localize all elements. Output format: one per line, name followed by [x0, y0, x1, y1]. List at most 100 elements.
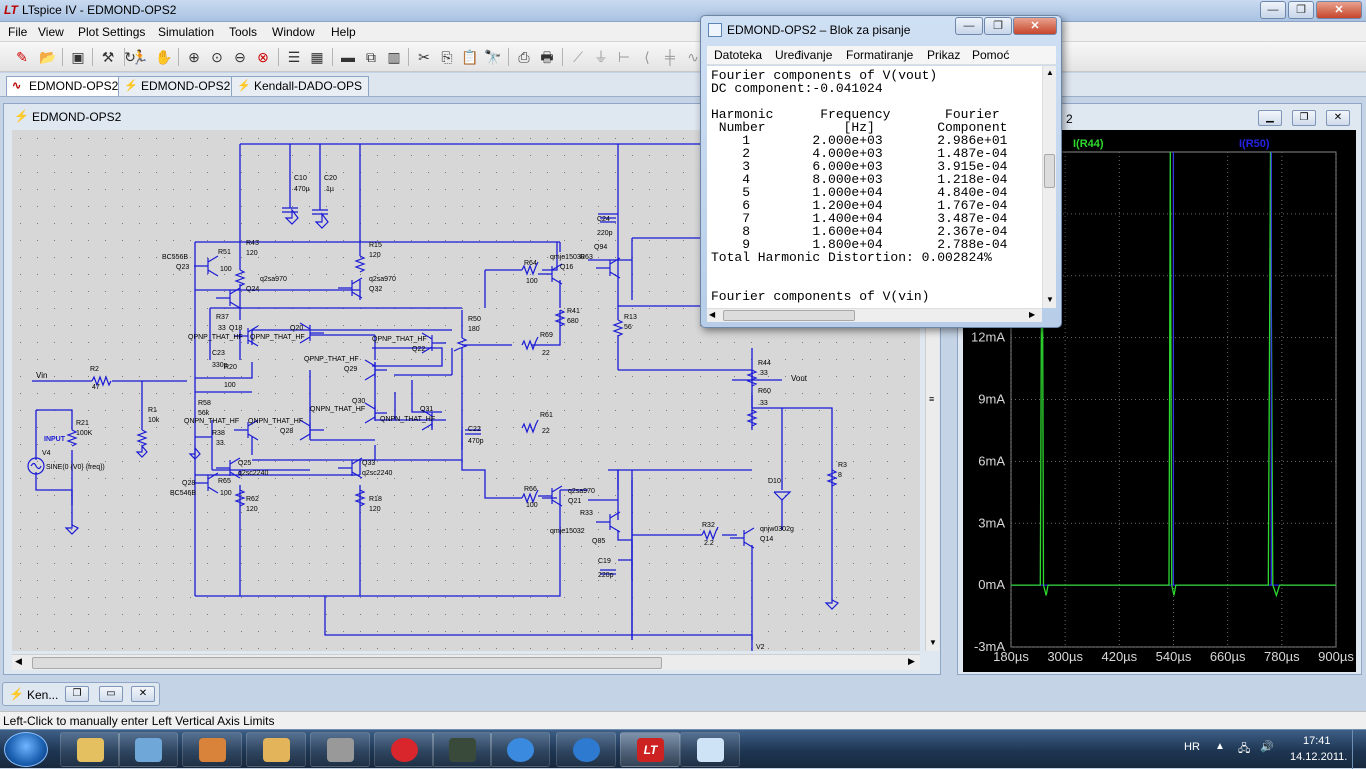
scroll-left-icon[interactable]: ◀	[15, 656, 22, 666]
network-icon	[263, 738, 290, 762]
waveform-restore-button[interactable]: ❐	[1292, 110, 1316, 126]
notepad-text-area[interactable]: Fourier components of V(vout)DC componen…	[707, 66, 1042, 308]
show-desktop-button[interactable]	[1352, 730, 1366, 769]
copy-icon[interactable]: ⎘	[441, 49, 453, 65]
notepad-vertical-scrollbar[interactable]: ▲ ▼	[1042, 66, 1056, 308]
taskbar-network[interactable]	[246, 732, 306, 767]
grid-icon[interactable]: ▦	[310, 49, 324, 65]
scroll-right-icon[interactable]: ▶	[1029, 310, 1036, 319]
ground-icon[interactable]: ⏚	[594, 49, 608, 65]
notepad-line: 5 1.000e+04 4.840e-04	[711, 185, 1008, 200]
halt-icon[interactable]: ✋	[155, 49, 173, 65]
c22-value: 470p	[468, 438, 484, 445]
tab-edmond-ops2-waveform[interactable]: ∿ EDMOND-OPS2	[6, 76, 126, 96]
menu-tools[interactable]: Tools	[229, 25, 258, 39]
horizontal-scroll-thumb[interactable]	[32, 657, 662, 669]
notepad-horizontal-scrollbar[interactable]: ◀ ▶	[707, 308, 1042, 322]
print-setup-icon[interactable]: ⎙	[518, 49, 530, 65]
menu-file[interactable]: File	[8, 25, 28, 39]
inductor-icon[interactable]: ∿	[687, 49, 699, 65]
notepad-menu-help[interactable]: Pomoć	[972, 48, 1010, 62]
notepad-vscroll-thumb[interactable]	[1044, 154, 1055, 188]
taskbar-ltspice[interactable]: LT	[620, 732, 680, 767]
start-button[interactable]	[4, 732, 48, 767]
cascade-icon[interactable]: ⧉	[366, 49, 376, 65]
reload-icon[interactable]: ↻	[124, 49, 136, 65]
taskbar-package[interactable]	[182, 732, 242, 767]
tile-vertical-icon[interactable]: ▥	[387, 49, 401, 65]
waveform-minimize-button[interactable]: ▁	[1258, 110, 1282, 126]
resistor-icon[interactable]: ⟨	[644, 49, 650, 65]
wire-icon[interactable]: ⟋	[573, 49, 583, 65]
label-net-icon[interactable]: ⊢	[617, 49, 631, 65]
scroll-left-icon[interactable]: ◀	[709, 310, 716, 319]
scroll-up-icon[interactable]: ▲	[1046, 68, 1054, 77]
find-icon[interactable]: 🔭	[484, 49, 502, 65]
menu-view[interactable]: View	[38, 25, 64, 39]
tab-edmond-ops2-schematic[interactable]: ⚡ EDMOND-OPS2	[118, 76, 238, 96]
waveform-chart[interactable]: 18mA15mA12mA9mA6mA3mA0mA-3mA 180µs300µs4…	[963, 130, 1356, 672]
taskbar-media-player[interactable]	[118, 732, 178, 767]
minimized-close-button[interactable]: ✕	[131, 686, 155, 702]
tab-kendall-dado-ops[interactable]: ⚡ Kendall-DADO-OPS	[231, 76, 370, 96]
clock-time[interactable]: 17:41	[1303, 735, 1331, 747]
scroll-down-icon[interactable]: ▼	[929, 638, 937, 647]
taskbar-app-red[interactable]	[374, 732, 434, 767]
minimize-button[interactable]: —	[1260, 1, 1286, 19]
minimized-kendall-window[interactable]: ⚡ Ken... ❐ ▭ ✕	[2, 682, 160, 706]
pan-icon[interactable]: ⊙	[211, 49, 223, 65]
notepad-menu-file[interactable]: Datoteka	[714, 48, 763, 62]
notepad-menu-bar: Datoteka Uređivanje Formatiranje Prikaz …	[707, 46, 1056, 65]
waveform-close-button[interactable]: ✕	[1326, 110, 1350, 126]
close-button[interactable]: ✕	[1316, 1, 1362, 19]
save-icon[interactable]: ▣	[71, 49, 85, 65]
taskbar-explorer[interactable]	[60, 732, 120, 767]
taskbar-tool[interactable]	[310, 732, 370, 767]
open-icon[interactable]: 📂	[39, 49, 57, 65]
notepad-menu-format[interactable]: Formatiranje	[846, 48, 914, 62]
control-panel-icon[interactable]: ⚒	[101, 49, 115, 65]
notepad-minimize-button[interactable]: —	[955, 17, 983, 35]
menu-simulation[interactable]: Simulation	[158, 25, 215, 39]
notepad-menu-view[interactable]: Prikaz	[927, 48, 961, 62]
notepad-maximize-button[interactable]: ❐	[984, 17, 1012, 35]
notepad-hscroll-thumb[interactable]	[723, 310, 855, 321]
tile-horizontal-icon[interactable]: ▬	[341, 49, 355, 65]
autorange-icon[interactable]: ☰	[287, 49, 301, 65]
maximize-button[interactable]: ❐	[1288, 1, 1314, 19]
scroll-right-icon[interactable]: ▶	[908, 656, 915, 666]
notepad-menu-edit[interactable]: Uređivanje	[775, 48, 833, 62]
schematic-horizontal-scrollbar[interactable]: ◀ ▶	[12, 654, 920, 670]
notepad-close-button[interactable]: ✕	[1013, 17, 1057, 35]
clock-date[interactable]: 14.12.2011.	[1290, 751, 1348, 763]
taskbar-oscilloscope[interactable]	[432, 732, 492, 767]
paste-icon[interactable]: 📋	[461, 49, 479, 65]
notepad-line: 9 1.800e+04 2.788e-04	[711, 237, 1008, 252]
language-indicator[interactable]: HR	[1184, 741, 1200, 753]
q24-label: Q24	[246, 286, 260, 293]
zoom-in-icon[interactable]: ⊕	[188, 49, 200, 65]
minimized-maximize-button[interactable]: ▭	[99, 686, 123, 702]
taskbar-app-blue[interactable]	[556, 732, 616, 767]
capacitor-icon[interactable]: ╪	[665, 49, 675, 65]
menu-window[interactable]: Window	[272, 25, 315, 39]
cut-icon[interactable]: ✂	[418, 49, 430, 65]
r61-label: R61	[540, 412, 553, 419]
tray-expand-icon[interactable]: ▲	[1215, 741, 1225, 752]
run-icon[interactable]: 🏃	[131, 49, 149, 65]
network-tray-icon[interactable]: 🖧	[1238, 743, 1251, 755]
menu-help[interactable]: Help	[331, 25, 356, 39]
print-icon[interactable]: 🖶	[540, 49, 554, 65]
notepad-line: Total Harmonic Distortion: 0.002824%	[711, 250, 992, 265]
volume-icon[interactable]: 🔊	[1260, 741, 1274, 753]
minimized-restore-button[interactable]: ❐	[65, 686, 89, 702]
zoom-fit-icon[interactable]: ⊗	[257, 49, 269, 65]
taskbar-notepad[interactable]	[680, 732, 740, 767]
q28-model: QNPN_THAT_HF	[248, 418, 304, 425]
taskbar-internet-explorer[interactable]	[490, 732, 550, 767]
scroll-down-icon[interactable]: ▼	[1046, 295, 1054, 304]
zoom-out-icon[interactable]: ⊖	[234, 49, 246, 65]
menu-plot-settings[interactable]: Plot Settings	[78, 25, 146, 39]
new-schematic-icon[interactable]: ✎	[16, 49, 28, 65]
q28-label: Q28	[280, 428, 294, 435]
